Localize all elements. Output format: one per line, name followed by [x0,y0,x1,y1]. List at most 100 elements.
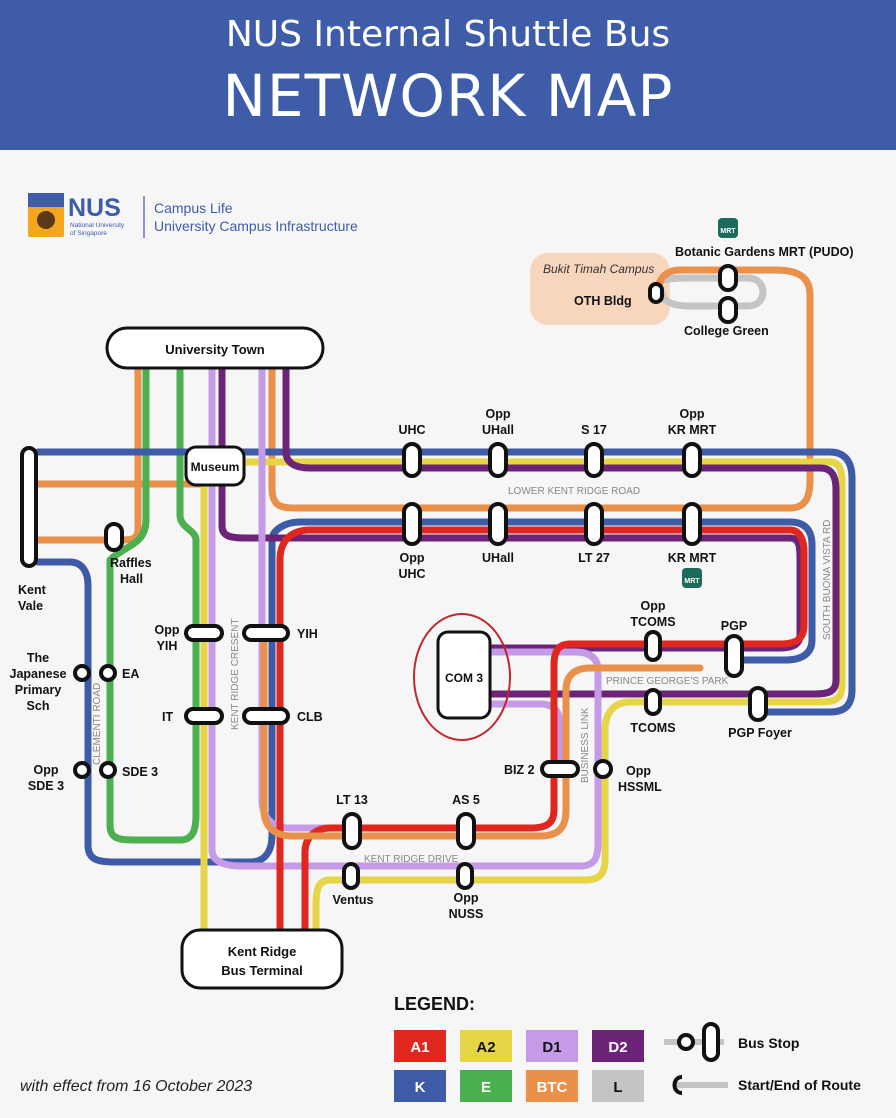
stop-opp-kr-mrt [682,442,702,478]
route-k-line [34,448,856,716]
label-jps-3: Primary [15,683,62,697]
label-clb: CLB [297,710,323,724]
label-terminal-1: Kent Ridge [228,944,297,959]
stop-s17 [584,442,604,478]
nus-logo: NUS National University of Singapore Cam… [28,193,358,238]
legend-title: LEGEND: [394,994,475,1014]
legend-label-k: K [415,1079,426,1096]
stop-clb [242,707,290,725]
bukit-timah-area [530,253,670,325]
stop-opp-yih [184,624,224,642]
hub-university-town [105,326,325,370]
label-jps-2: Japanese [10,667,67,681]
route-d2-line [282,364,840,698]
stop-opp-uhall [488,442,508,478]
route-a1-line [276,526,808,939]
stop-sde3 [99,761,117,779]
header-title: NETWORK MAP [222,62,674,130]
road-clementi: CLEMENTI ROAD [92,683,103,765]
hubs [105,326,492,990]
label-krmrt: KR MRT [668,551,717,565]
label-opp-hssml-2: HSSML [618,780,662,794]
label-kent-vale-2: Vale [18,599,43,613]
mrt-icon-kr: MRT [682,568,702,588]
route-a2-line [200,458,846,939]
label-it: IT [162,710,173,724]
legend-swatch-d1 [526,1030,578,1062]
stop-pgp-foyer [748,686,768,722]
label-uhall: UHall [482,551,514,565]
legend-swatch-l [592,1070,644,1102]
legend-swatch-k [394,1070,446,1102]
stop-raffles-hall [104,522,124,552]
logo-sub1: National University [70,222,125,229]
dept-line1: Campus Life [154,200,233,216]
stop-uhall [488,502,508,546]
label-biz2: BIZ 2 [504,763,535,777]
stop-uhc [402,442,422,478]
label-botanic: Botanic Gardens MRT (PUDO) [675,245,854,259]
svg-text:MRT: MRT [720,228,736,235]
road-prince-georges: PRINCE GEORGE'S PARK [606,676,729,687]
legend-bus-stop: Bus Stop [664,1022,799,1062]
label-opp-krmrt-2: KR MRT [668,423,717,437]
legend-label-d2: D2 [608,1039,627,1056]
stop-ea [99,664,117,682]
route-d1-line-3 [486,700,564,764]
stop-lt27 [584,502,604,546]
mrt-icon-botanic: MRT [718,218,738,238]
label-opp-tcoms-2: TCOMS [630,615,675,629]
stop-yih [242,624,290,642]
label-kent-vale-1: Kent [18,583,47,597]
label-lt27: LT 27 [578,551,610,565]
label-pgp: PGP [721,619,747,633]
logo-sub2: of Singapore [70,230,107,237]
label-opp-uhall-1: Opp [486,407,511,421]
stop-japanese-primary-sch [73,664,91,682]
label-jps-4: Sch [27,699,50,713]
label-opp-yih-2: YIH [157,639,178,653]
svg-text:MRT: MRT [684,578,700,585]
route-btc-line-2 [268,266,814,512]
label-raffles-1: Raffles [110,556,152,570]
label-jps-1: The [27,651,49,665]
road-south-buona-vista: SOUTH BUONA VISTA RD [822,520,833,640]
header-subtitle: NUS Internal Shuttle Bus [225,14,671,55]
road-lower-kent-ridge: LOWER KENT RIDGE ROAD [508,486,640,497]
stop-botanic-gardens [718,264,738,292]
header-banner: NUS Internal Shuttle Bus NETWORK MAP [0,0,896,150]
road-kent-ridge-drive: KENT RIDGE DRIVE [364,854,459,865]
label-raffles-2: Hall [120,572,143,586]
legend-swatch-a1 [394,1030,446,1062]
label-yih: YIH [297,627,318,641]
label-ventus: Ventus [333,893,374,907]
hub-museum [184,445,246,487]
hub-kent-ridge-terminal [180,928,344,990]
legend-swatch-btc [526,1070,578,1102]
stop-lt13 [342,812,362,850]
stop-opp-nuss [456,862,474,890]
label-s17: S 17 [581,423,607,437]
stop-pgp [724,634,744,678]
effective-date-note: with effect from 16 October 2023 [20,1078,253,1095]
label-lt13: LT 13 [336,793,368,807]
label-opp-hssml-1: Opp [626,764,651,778]
legend-start-end-label: Start/End of Route [738,1077,861,1093]
label-university-town: University Town [165,342,265,357]
label-college-green: College Green [684,324,769,338]
legend-label-e: E [481,1079,491,1096]
com3-highlight-ring [413,613,511,741]
bukit-timah-label: Bukit Timah Campus [543,262,654,276]
label-oth: OTH Bldg [574,294,632,308]
legend-label-l: L [613,1079,622,1096]
label-opp-sde3-2: SDE 3 [28,779,64,793]
stop-as5 [456,812,476,850]
stop-opp-uhc [402,502,422,546]
road-business-link: BUSINESS LINK [580,707,591,783]
stop-kent-vale [20,446,38,568]
label-opp-tcoms-1: Opp [641,599,666,613]
legend-label-a1: A1 [410,1039,429,1056]
label-com3: COM 3 [445,671,483,685]
label-as5: AS 5 [452,793,480,807]
